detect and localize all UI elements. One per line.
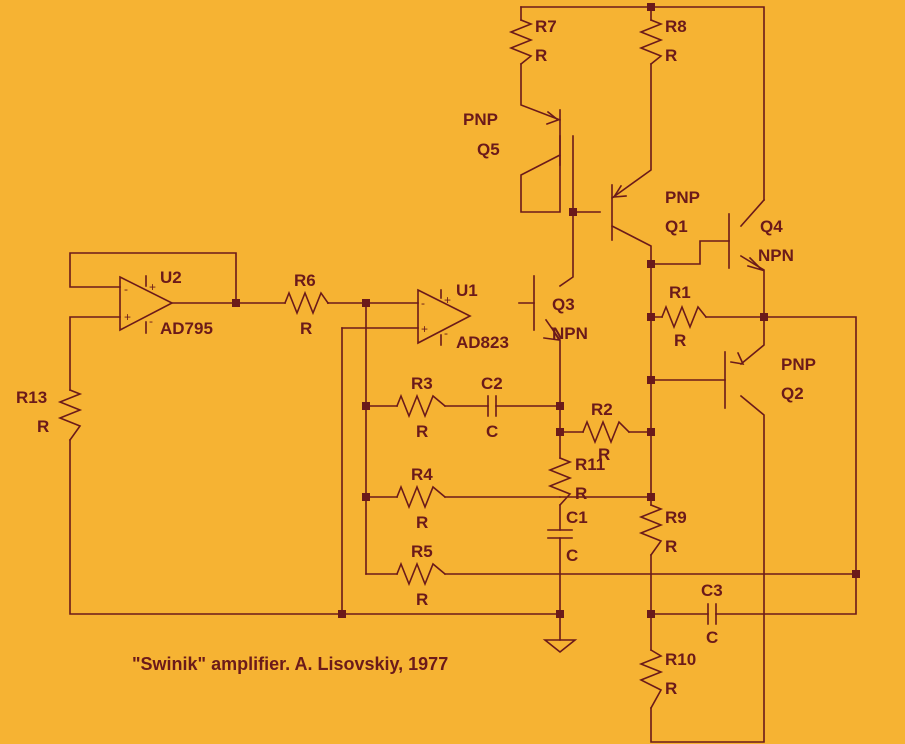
resistor-r5-symbol [395, 561, 447, 587]
resistor-r7-symbol [508, 18, 534, 66]
label-r7: R7 [535, 17, 557, 36]
resistor-r4-symbol [395, 484, 447, 510]
label-u1-type: AD823 [456, 333, 509, 352]
transistor-q4-symbol [728, 213, 765, 272]
label-r8-value: R [665, 46, 677, 65]
label-r2-value: R [598, 445, 610, 464]
label-q2: Q2 [781, 384, 804, 403]
resistor-r9-symbol [638, 503, 664, 557]
label-c3-value: C [706, 628, 718, 647]
resistor-r13-symbol [57, 388, 83, 442]
label-u2-type: AD795 [160, 319, 213, 338]
label-r4-value: R [416, 513, 428, 532]
capacitor-c2-symbol [487, 395, 497, 417]
resistor-r11-symbol [547, 456, 573, 507]
label-r8: R8 [665, 17, 687, 36]
u1-plus-pin: + [421, 322, 428, 336]
u1-minus-pin: - [421, 296, 425, 310]
resistor-r1-symbol [660, 304, 708, 330]
label-q4: Q4 [760, 217, 783, 236]
label-r5: R5 [411, 542, 433, 561]
resistor-r8-symbol [638, 18, 664, 66]
label-r6: R6 [294, 271, 316, 290]
label-c2-value: C [486, 422, 498, 441]
capacitors [487, 395, 717, 625]
u2-minus-pin: - [124, 282, 128, 296]
label-r7-value: R [535, 46, 547, 65]
transistor-q2-symbol [724, 351, 745, 409]
label-c1-value: C [566, 546, 578, 565]
u1-vplus-pin: + [444, 293, 451, 307]
label-r2: R2 [591, 400, 613, 419]
ground-symbol [542, 639, 578, 654]
opamp-u2-symbol [119, 275, 174, 332]
junctions [232, 3, 860, 618]
label-q3-type: NPN [552, 324, 588, 343]
label-q5-type: PNP [463, 110, 498, 129]
label-r4: R4 [411, 465, 433, 484]
label-r5-value: R [416, 590, 428, 609]
label-q1-type: PNP [665, 188, 700, 207]
label-u1: U1 [456, 281, 478, 300]
label-u2: U2 [160, 268, 182, 287]
label-c3: C3 [701, 581, 723, 600]
label-q4-type: NPN [758, 246, 794, 265]
label-q2-type: PNP [781, 355, 816, 374]
label-r1-value: R [674, 331, 686, 350]
label-q5: Q5 [477, 140, 500, 159]
capacitor-c3-symbol [707, 603, 717, 625]
label-q1: Q1 [665, 217, 688, 236]
transistor-q1-symbol [611, 184, 627, 241]
label-r11: R11 [575, 455, 605, 474]
transistors [533, 109, 765, 409]
resistor-r10-symbol [638, 648, 664, 710]
opamp-u1-symbol [417, 288, 472, 345]
label-r10: R10 [665, 650, 696, 669]
label-r9: R9 [665, 508, 687, 527]
capacitor-c1-symbol [547, 529, 573, 539]
transistor-q5-symbol [545, 109, 561, 166]
label-r13: R13 [16, 388, 47, 407]
label-r1: R1 [669, 283, 691, 302]
label-r11-value: R [575, 484, 587, 503]
u2-plus-pin: + [124, 310, 131, 324]
u1-vminus-pin: - [444, 326, 448, 340]
label-c1: C1 [566, 508, 588, 527]
label-r13-value: R [37, 417, 49, 436]
opamps [119, 275, 472, 345]
u2-vminus-pin: - [149, 314, 153, 328]
label-c2: C2 [481, 374, 503, 393]
resistor-r3-symbol [395, 393, 447, 419]
u2-vplus-pin: + [149, 280, 156, 294]
resistor-r6-symbol [283, 290, 330, 316]
label-r3: R3 [411, 374, 433, 393]
label-r6-value: R [300, 319, 312, 338]
schematic-caption: "Swinik" amplifier. A. Lisovskiy, 1977 [132, 654, 448, 674]
component-labels: R7 R R8 R PNP Q5 PNP Q1 Q4 NPN U2 AD795 … [16, 17, 816, 698]
label-r3-value: R [416, 422, 428, 441]
resistors [57, 18, 708, 710]
label-r9-value: R [665, 537, 677, 556]
label-r10-value: R [665, 679, 677, 698]
resistor-r2-symbol [581, 419, 631, 445]
label-q3: Q3 [552, 295, 575, 314]
transistor-q3-symbol [533, 275, 561, 342]
